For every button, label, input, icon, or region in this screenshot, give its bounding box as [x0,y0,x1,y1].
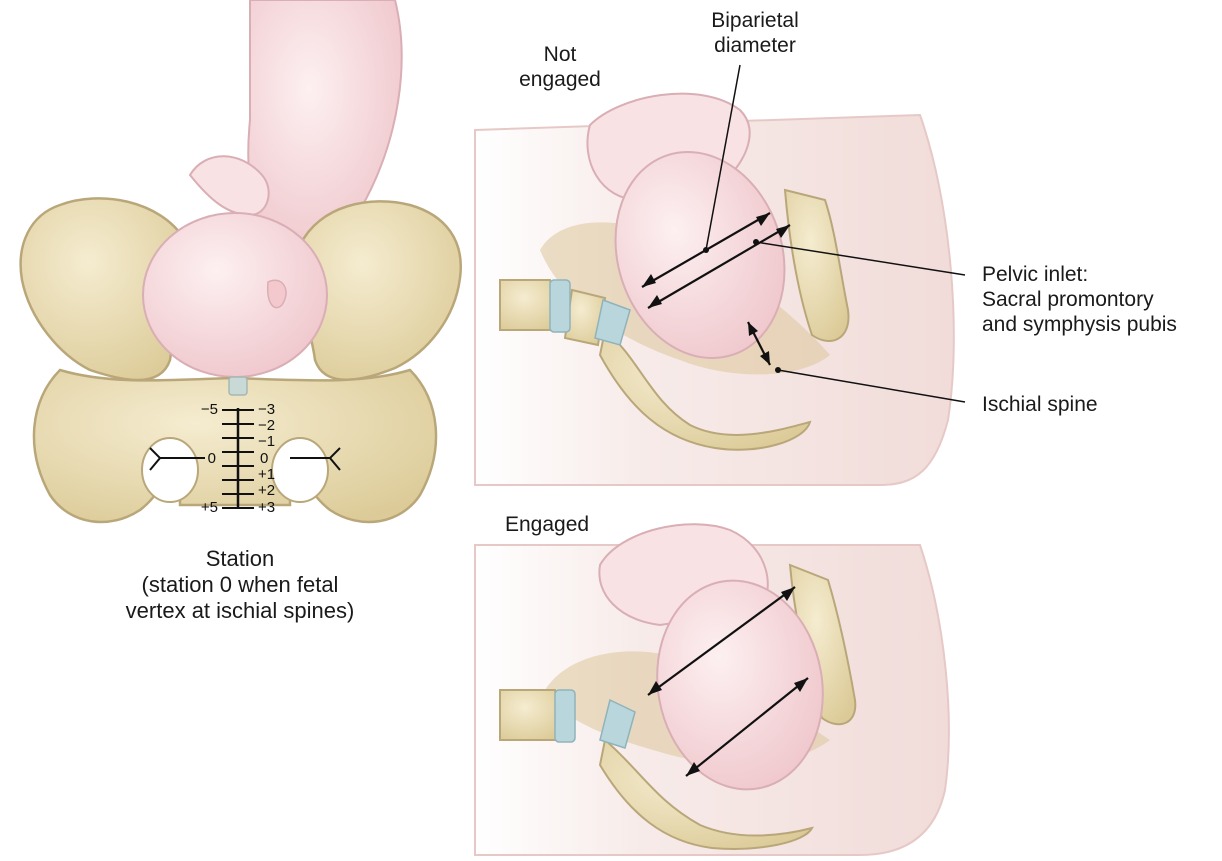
ischial-spine-label: Ischial spine [982,392,1098,417]
not-engaged-label-line: Not [505,42,615,67]
station-right-tick: −3 [258,401,275,418]
fetal-ear-front [268,280,286,307]
station-right-tick: −2 [258,417,275,434]
pelvic-inlet-label-line: Sacral promontory [982,287,1177,312]
station-caption-line: vertex at ischial spines) [95,598,385,624]
station-left-tick: −5 [201,401,218,418]
station-caption: Station (station 0 when fetal vertex at … [95,546,385,624]
station-caption-line: Station [95,546,385,572]
biparietal-diameter-label: Biparietal diameter [690,8,820,58]
biparietal-label-line: diameter [690,33,820,58]
not-engaged-label: Not engaged [505,42,615,92]
engaged-label: Engaged [505,512,589,537]
station-right-tick: +1 [258,466,275,483]
not-engaged-label-line: engaged [505,67,615,92]
front-pelvis-illustration [21,0,461,522]
biparietal-label-line: Biparietal [690,8,820,33]
station-right-tick: +2 [258,482,275,499]
vertebral-disc-bottom [555,690,575,742]
station-caption-line: (station 0 when fetal [95,572,385,598]
station-right-tick: +3 [258,499,275,516]
pelvic-inlet-label: Pelvic inlet: Sacral promontory and symp… [982,262,1177,337]
station-right-tick: 0 [260,450,268,467]
fetal-head-front [143,213,327,377]
pelvic-inlet-label-line: Pelvic inlet: [982,262,1177,287]
pelvic-inlet-label-line: and symphysis pubis [982,312,1177,337]
station-left-tick: +5 [201,499,218,516]
engaged-illustration [475,524,949,855]
station-right-tick: −1 [258,433,275,450]
not-engaged-illustration [475,65,965,485]
right-obturator [272,438,328,502]
pubic-symphysis [229,377,247,395]
sacrum-bottom [500,690,562,740]
vertebral-disc-top [550,280,570,332]
station-left-tick: 0 [208,450,216,467]
